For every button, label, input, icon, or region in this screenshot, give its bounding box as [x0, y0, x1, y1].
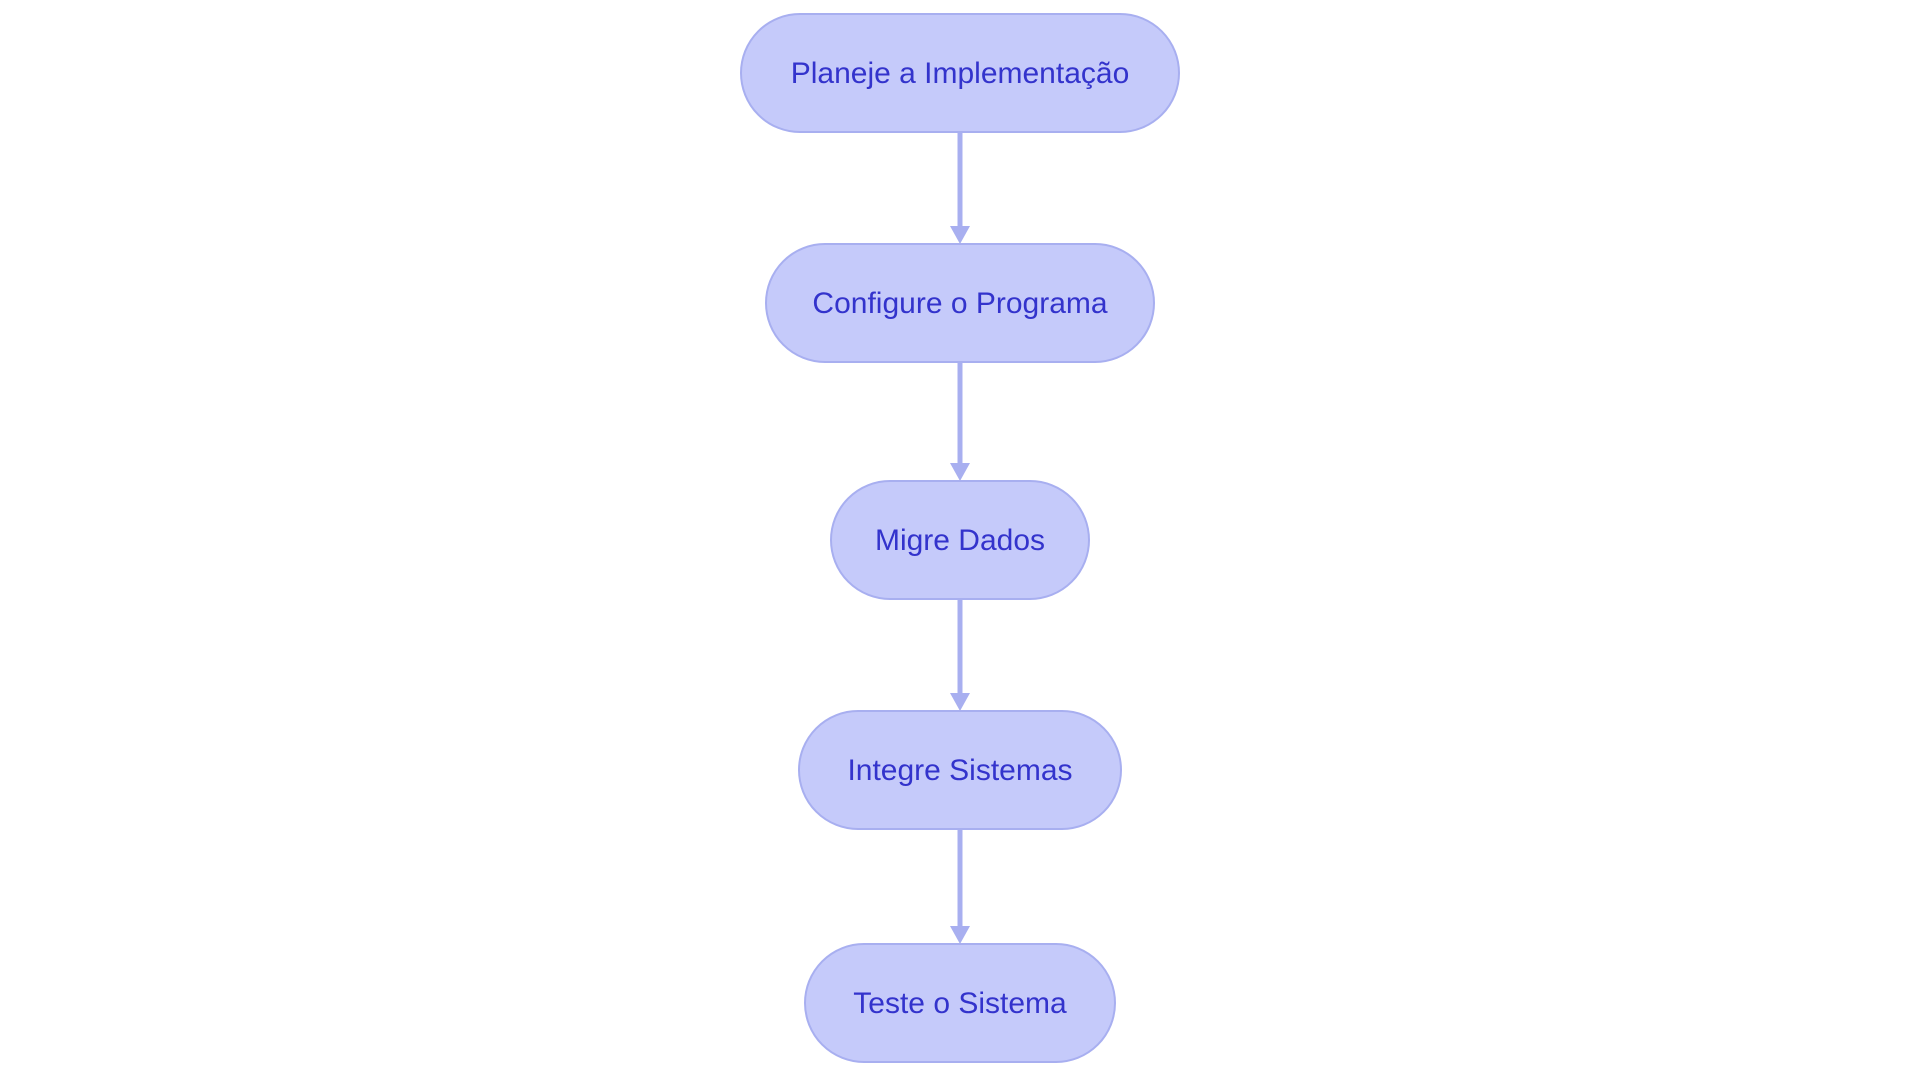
node-migre-dados[interactable]: Migre Dados — [830, 480, 1090, 600]
arrowhead-icon — [950, 463, 970, 481]
node-label: Planeje a Implementação — [791, 57, 1130, 90]
arrowhead-icon — [950, 926, 970, 944]
node-label: Migre Dados — [875, 524, 1045, 557]
node-shape[interactable] — [830, 480, 1090, 600]
edge-group — [950, 132, 970, 944]
node-label: Configure o Programa — [812, 287, 1107, 320]
node-planeje-a-implementacao[interactable]: Planeje a Implementação — [740, 13, 1180, 133]
edge-n2-n3 — [950, 362, 970, 481]
node-shape[interactable] — [765, 243, 1155, 363]
node-shape[interactable] — [740, 13, 1180, 133]
node-configure-o-programa[interactable]: Configure o Programa — [765, 243, 1155, 363]
node-integre-sistemas[interactable]: Integre Sistemas — [798, 710, 1122, 830]
arrowhead-icon — [950, 693, 970, 711]
node-label: Integre Sistemas — [847, 754, 1072, 787]
edge-n4-n5 — [950, 829, 970, 944]
edge-n1-n2 — [950, 132, 970, 244]
node-shape[interactable] — [798, 710, 1122, 830]
node-teste-o-sistema[interactable]: Teste o Sistema — [804, 943, 1116, 1063]
edge-n3-n4 — [950, 599, 970, 711]
arrowhead-icon — [950, 226, 970, 244]
node-label: Teste o Sistema — [853, 987, 1067, 1020]
node-shape[interactable] — [804, 943, 1116, 1063]
node-group: Planeje a Implementação Configure o Prog… — [740, 13, 1180, 1063]
